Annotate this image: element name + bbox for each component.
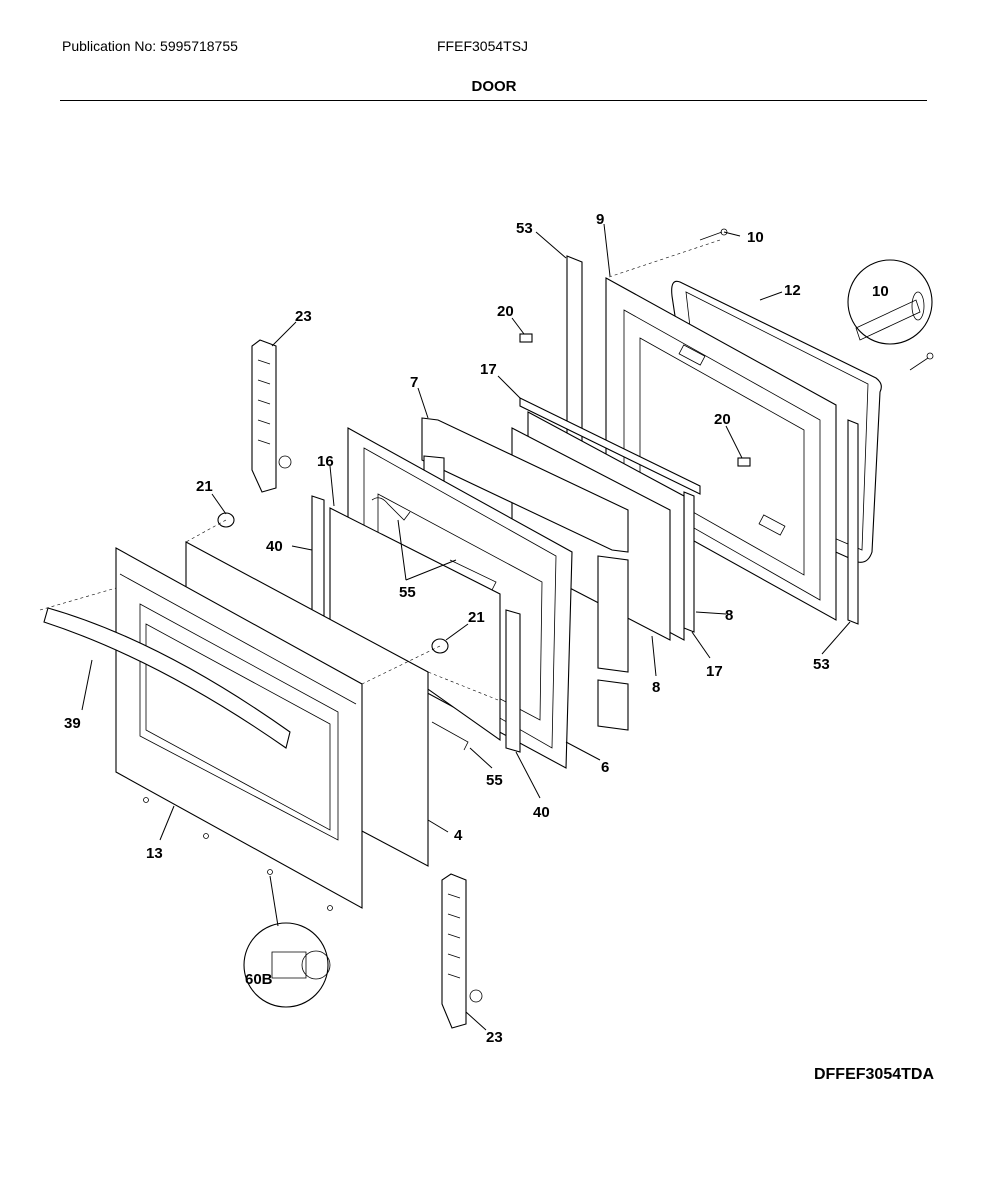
callout-17: 17 [480,361,497,378]
callout-55b: 55 [486,772,503,789]
callout-20: 20 [497,303,514,320]
callout-12: 12 [784,282,801,299]
callout-21b: 21 [468,609,485,626]
callout-53b: 53 [813,656,830,673]
part-20-clip [519,333,751,467]
publication-number: Publication No: 5995718755 [62,38,238,54]
callout-53: 53 [516,220,533,237]
callout-20b: 20 [714,411,731,428]
leader-lines [81,223,851,1031]
part-60b-screw [143,797,333,911]
part-55-spring [371,497,497,751]
part-13-outer-door-panel [115,547,363,909]
callout-13: 13 [146,845,163,862]
callout-10-detail: 10 [872,283,889,300]
callout-39: 39 [64,715,81,732]
part-23-door-hinge [251,339,483,1029]
callout-labels: 53 9 10 12 10 20 23 7 17 20 16 21 40 55 … [64,211,889,1046]
part-10-screw [699,228,934,371]
model-number: FFEF3054TSJ [437,38,529,54]
callout-4: 4 [454,827,463,844]
callout-40: 40 [266,538,283,555]
callout-10: 10 [747,229,764,246]
callout-8: 8 [725,607,733,624]
detail-10-screw-closeup [847,259,933,345]
callout-23: 23 [295,308,312,325]
callout-6: 6 [601,759,609,776]
callout-7: 7 [410,374,418,391]
callout-16: 16 [317,453,334,470]
callout-17b: 17 [706,663,723,680]
callout-55: 55 [399,584,416,601]
part-40-glass-bracket [311,495,521,753]
section-title: DOOR [471,78,517,95]
callout-23b: 23 [486,1029,503,1046]
callout-8b: 8 [652,679,660,696]
header-divider [60,100,927,101]
detail-60b-screw-closeup [243,922,331,1008]
callout-40b: 40 [533,804,550,821]
diagram-code: DFFEF3054TDA [813,1066,934,1083]
part-9-inner-door-liner [605,277,837,621]
part-39-door-handle [43,607,291,749]
callout-21: 21 [196,478,213,495]
callout-9: 9 [596,211,604,228]
callout-60b: 60B [245,971,273,988]
